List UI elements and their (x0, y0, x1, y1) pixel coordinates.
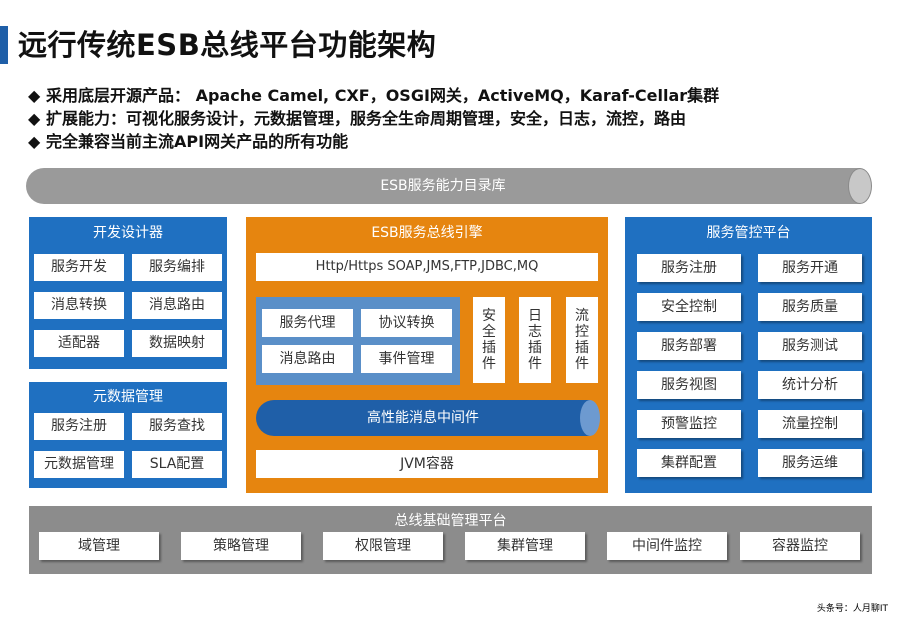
metadata-item: 服务查找 (132, 413, 222, 440)
metadata-panel: 元数据管理 服务注册 服务查找 元数据管理 SLA配置 (29, 382, 227, 488)
metadata-item: 元数据管理 (34, 451, 124, 478)
page-title: 远行传统ESB总线平台功能架构 (18, 28, 437, 62)
dev-item: 消息转换 (34, 292, 124, 319)
flow-control-plugin: 流控插件 (566, 297, 598, 383)
message-middleware-label: 高性能消息中间件 (367, 410, 479, 426)
governance-item: 服务注册 (637, 254, 741, 282)
governance-item: 服务质量 (758, 293, 862, 321)
watermark: 头条号：人月聊IT (816, 604, 888, 614)
feature-bullets: ◆ 采用底层开源产品： Apache Camel, CXF，OSGI网关，Acti… (28, 84, 719, 153)
base-item: 容器监控 (740, 532, 860, 560)
cylinder-cap (848, 168, 872, 204)
diamond-bullet-icon: ◆ (28, 109, 41, 128)
dev-designer-panel: 开发设计器 服务开发 服务编排 消息转换 消息路由 适配器 数据映射 (29, 217, 227, 369)
log-plugin: 日志插件 (519, 297, 551, 383)
dev-item: 服务编排 (132, 254, 222, 281)
protocols-bar: Http/Https SOAP,JMS,FTP,JDBC,MQ (256, 253, 598, 281)
service-governance-title: 服务管控平台 (706, 225, 791, 241)
diamond-bullet-icon: ◆ (28, 132, 41, 151)
bullet-item: ◆ 采用底层开源产品： Apache Camel, CXF，OSGI网关，Acti… (28, 84, 719, 107)
esb-engine-title: ESB服务总线引擎 (371, 225, 483, 241)
base-item: 策略管理 (181, 532, 301, 560)
bullet-item: ◆ 完全兼容当前主流API网关产品的所有功能 (28, 130, 719, 153)
security-plugin: 安全插件 (473, 297, 505, 383)
base-item: 域管理 (39, 532, 159, 560)
service-catalog-cylinder: ESB服务能力目录库 (26, 168, 872, 204)
governance-item: 集群配置 (637, 449, 741, 477)
cylinder-body (256, 400, 590, 436)
metadata-item: 服务注册 (34, 413, 124, 440)
governance-item: 预警监控 (637, 410, 741, 438)
bullet-text: 扩展能力：可视化服务设计，元数据管理，服务全生命周期管理，安全，日志，流控，路由 (46, 109, 687, 128)
governance-item: 流量控制 (758, 410, 862, 438)
cylinder-body (26, 168, 860, 204)
base-platform-panel: 总线基础管理平台 域管理 策略管理 权限管理 集群管理 中间件监控 容器监控 (29, 506, 872, 574)
bullet-text: 采用底层开源产品： Apache Camel, CXF，OSGI网关，Activ… (46, 86, 720, 105)
dev-item: 消息路由 (132, 292, 222, 319)
governance-item: 服务部署 (637, 332, 741, 360)
service-governance-panel: 服务管控平台 服务注册 服务开通 安全控制 服务质量 服务部署 服务测试 服务视… (625, 217, 872, 493)
dev-item: 适配器 (34, 330, 124, 357)
core-item: 协议转换 (361, 309, 452, 337)
bullet-text: 完全兼容当前主流API网关产品的所有功能 (46, 132, 349, 151)
service-catalog-label: ESB服务能力目录库 (380, 178, 506, 194)
base-item: 集群管理 (465, 532, 585, 560)
diamond-bullet-icon: ◆ (28, 86, 41, 105)
base-item: 中间件监控 (607, 532, 727, 560)
bullet-item: ◆ 扩展能力：可视化服务设计，元数据管理，服务全生命周期管理，安全，日志，流控，路… (28, 107, 719, 130)
core-item: 事件管理 (361, 345, 452, 373)
esb-engine-panel: ESB服务总线引擎 Http/Https SOAP,JMS,FTP,JDBC,M… (246, 217, 608, 493)
core-functions-group: 服务代理 协议转换 消息路由 事件管理 (256, 297, 460, 385)
core-item: 服务代理 (262, 309, 353, 337)
base-platform-title: 总线基础管理平台 (394, 513, 507, 529)
governance-item: 安全控制 (637, 293, 741, 321)
message-middleware-cylinder: 高性能消息中间件 (256, 400, 600, 436)
cylinder-cap (580, 400, 600, 436)
dev-item: 数据映射 (132, 330, 222, 357)
metadata-item: SLA配置 (132, 451, 222, 478)
jvm-container-bar: JVM容器 (256, 450, 598, 478)
governance-item: 服务视图 (637, 371, 741, 399)
governance-item: 服务开通 (758, 254, 862, 282)
core-item: 消息路由 (262, 345, 353, 373)
dev-item: 服务开发 (34, 254, 124, 281)
metadata-title: 元数据管理 (93, 389, 163, 405)
governance-item: 统计分析 (758, 371, 862, 399)
base-item: 权限管理 (323, 532, 443, 560)
governance-item: 服务测试 (758, 332, 862, 360)
governance-item: 服务运维 (758, 449, 862, 477)
dev-designer-title: 开发设计器 (93, 225, 163, 241)
title-accent-bar (0, 26, 8, 64)
